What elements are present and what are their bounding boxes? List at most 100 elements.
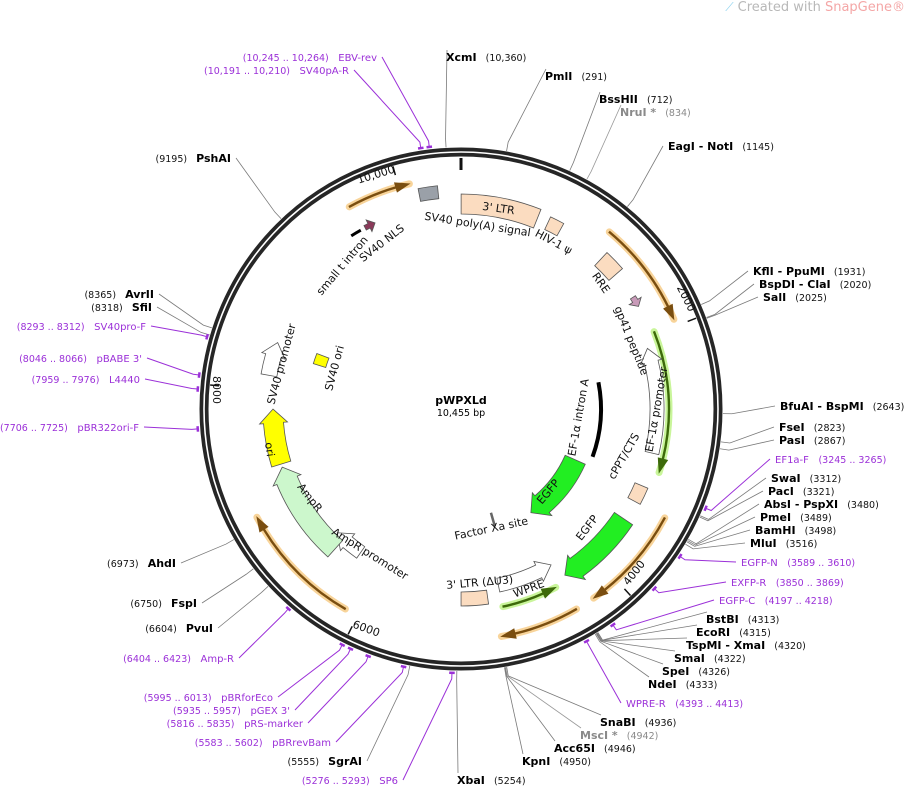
orf-arrow[interactable]	[500, 607, 578, 639]
enzyme-site[interactable]: BspDI - ClaI (2020)	[759, 278, 871, 291]
feature-ori[interactable]	[258, 408, 292, 468]
feature-hiv-1[interactable]	[544, 216, 565, 237]
enzyme-site[interactable]: TspMI - XmaI (4320)	[686, 639, 806, 652]
primer-range: (3245 .. 3265)	[818, 455, 886, 466]
feature-rre[interactable]	[594, 251, 624, 281]
plasmid-name: pWPXLd	[435, 394, 486, 407]
primer-name: WPRE-R	[626, 699, 666, 710]
primer-range: (10,191 .. 10,210)	[204, 66, 290, 77]
feature-ampr-promoter[interactable]	[336, 532, 366, 559]
feature-sv40-promoter[interactable]	[260, 341, 286, 378]
feature-ampr-promoter-label: AmpR promoter	[329, 525, 410, 583]
enzyme-site[interactable]: SwaI (3312)	[771, 472, 841, 485]
enzyme-site[interactable]: (8365) AvrII	[84, 288, 154, 301]
enzyme-site[interactable]: MluI (3516)	[750, 537, 817, 550]
primer[interactable]: (10,245 .. 10,264) EBV-rev	[243, 53, 377, 64]
feature-gp41-peptide[interactable]	[628, 295, 642, 307]
enzyme-site[interactable]: NdeI (4333)	[648, 678, 717, 691]
primer[interactable]: (8293 .. 8312) SV40pro-F	[17, 322, 146, 333]
primer[interactable]: (5583 .. 5602) pBRrevBam	[195, 738, 331, 749]
primer[interactable]: EGFP-C (4197 .. 4218)	[719, 596, 833, 607]
orf-arrow[interactable]	[348, 182, 411, 209]
feature-factor-xa-site[interactable]	[489, 512, 497, 527]
enzyme-site[interactable]: PasI (2867)	[779, 434, 846, 447]
primer[interactable]: (8046 .. 8066) pBABE 3'	[19, 354, 142, 365]
enzyme-site[interactable]: XcmI (10,360)	[446, 51, 526, 64]
enzyme-site[interactable]: (8318) SfiI	[91, 301, 152, 314]
enzyme-site[interactable]: KflI - PpuMI (1931)	[753, 265, 865, 278]
orf-arrow[interactable]	[592, 516, 667, 599]
enzyme-site[interactable]: SnaBI (4936)	[600, 716, 676, 729]
enzyme-site[interactable]: MscI * (4942)	[580, 729, 658, 742]
enzyme-site[interactable]: Acc65I (4946)	[554, 742, 636, 755]
primer-binding-mark	[651, 585, 658, 592]
enzyme-site[interactable]: AbsI - PspXI (3480)	[764, 498, 879, 511]
enzyme-site[interactable]: PacI (3321)	[768, 485, 834, 498]
feature-ori-label: ori	[262, 442, 277, 458]
inner-arrow[interactable]	[652, 330, 671, 474]
primer[interactable]: EGFP-N (3589 .. 3610)	[741, 558, 855, 569]
primer[interactable]: (10,191 .. 10,210) SV40pA-R	[204, 66, 349, 77]
feature-wpre[interactable]	[496, 560, 552, 593]
enzyme-site[interactable]: PmlI (291)	[545, 70, 607, 83]
feature-egfp[interactable]	[530, 454, 586, 517]
enzyme-leader-line	[217, 586, 269, 629]
enzyme-site[interactable]: NruI * (834)	[620, 106, 691, 119]
enzyme-site[interactable]: (6750) FspI	[130, 597, 197, 610]
feature-egfp[interactable]	[564, 511, 634, 581]
enzyme-site[interactable]: BstBI (4313)	[706, 613, 779, 626]
enzyme-site[interactable]: EagI - NotI (1145)	[668, 140, 774, 153]
enzyme-site[interactable]: (6973) AhdI	[107, 557, 176, 570]
primer[interactable]: (6404 .. 6423) Amp-R	[123, 654, 234, 665]
orf-arrow[interactable]	[256, 516, 347, 611]
feature-ef-1-promoter[interactable]	[639, 347, 665, 456]
enzyme-site[interactable]: (6604) PvuI	[145, 622, 213, 635]
enzyme-site[interactable]: XbaI (5254)	[457, 774, 526, 787]
inner-arrow[interactable]	[502, 586, 557, 608]
enzyme-site[interactable]: KpnI (4950)	[522, 755, 591, 768]
feature-small-t-intron[interactable]	[350, 228, 362, 238]
enzyme-name: SwaI	[771, 472, 801, 485]
primer[interactable]: (5276 .. 5293) SP6	[302, 776, 398, 787]
enzyme-name: NruI *	[620, 106, 656, 119]
feature-cppt-cts[interactable]	[627, 482, 649, 505]
enzyme-site[interactable]: (9195) PshAI	[155, 152, 231, 165]
primer-leader-line	[679, 555, 737, 563]
enzyme-site[interactable]: (5555) SgrAI	[288, 755, 362, 768]
enzyme-leader-line	[706, 283, 755, 318]
orf-arrow[interactable]	[608, 230, 675, 321]
enzyme-site[interactable]: SmaI (4322)	[674, 652, 746, 665]
feature-ampr[interactable]	[272, 466, 344, 558]
primer[interactable]: WPRE-R (4393 .. 4413)	[626, 699, 743, 710]
primer[interactable]: (7959 .. 7976) L4440	[32, 375, 140, 386]
enzyme-site[interactable]: PmeI (3489)	[760, 511, 832, 524]
primer[interactable]: EXFP-R (3850 .. 3869)	[731, 578, 844, 589]
primer[interactable]: (5816 .. 5835) pRS-marker	[167, 719, 304, 730]
enzyme-site[interactable]: SalI (2025)	[763, 291, 827, 304]
enzyme-site[interactable]: BssHII (712)	[599, 93, 672, 106]
feature-3-ltr[interactable]	[460, 193, 542, 229]
enzyme-site[interactable]: EcoRI (4315)	[696, 626, 771, 639]
enzyme-position: (10,360)	[486, 53, 527, 64]
feature-sv40-nls[interactable]	[363, 219, 376, 233]
enzyme-name: KflI - PpuMI	[753, 265, 825, 278]
enzyme-site[interactable]: FseI (2823)	[779, 421, 845, 434]
primer-range: (8046 .. 8066)	[19, 354, 87, 365]
enzyme-leader-line	[456, 670, 459, 774]
primer[interactable]: (7706 .. 7725) pBR322ori-F	[0, 423, 139, 434]
enzyme-site[interactable]: BamHI (3498)	[755, 524, 836, 537]
primer[interactable]: (5995 .. 6013) pBRforEco	[144, 693, 273, 704]
enzyme-position: (1145)	[742, 142, 774, 153]
feature-sv40-ori[interactable]	[312, 352, 330, 368]
enzyme-site[interactable]: BfuAI - BspMI (2643)	[780, 400, 904, 413]
feature-sv40-poly-a-signal[interactable]	[417, 185, 440, 202]
primer[interactable]: EF1a-F (3245 .. 3265)	[775, 455, 886, 466]
feature-ef-1-intron-a[interactable]	[590, 381, 603, 458]
feature-3-ltr-u3[interactable]	[460, 589, 490, 607]
enzyme-position: (8318)	[91, 303, 123, 314]
enzyme-site[interactable]: SpeI (4326)	[662, 665, 730, 678]
primer-range: (3850 .. 3869)	[776, 578, 844, 589]
enzyme-name: MluI	[750, 537, 777, 550]
primer[interactable]: (5935 .. 5957) pGEX 3'	[173, 706, 290, 717]
